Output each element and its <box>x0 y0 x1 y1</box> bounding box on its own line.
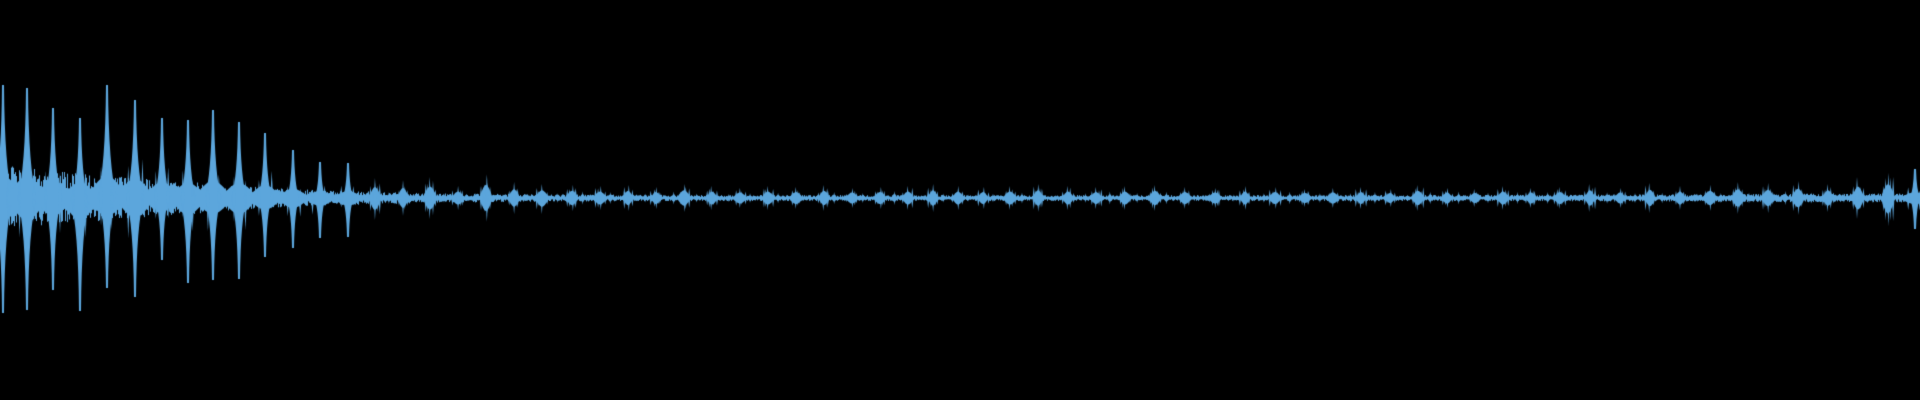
waveform-stage <box>0 0 1920 400</box>
audio-waveform[interactable] <box>0 0 1920 400</box>
